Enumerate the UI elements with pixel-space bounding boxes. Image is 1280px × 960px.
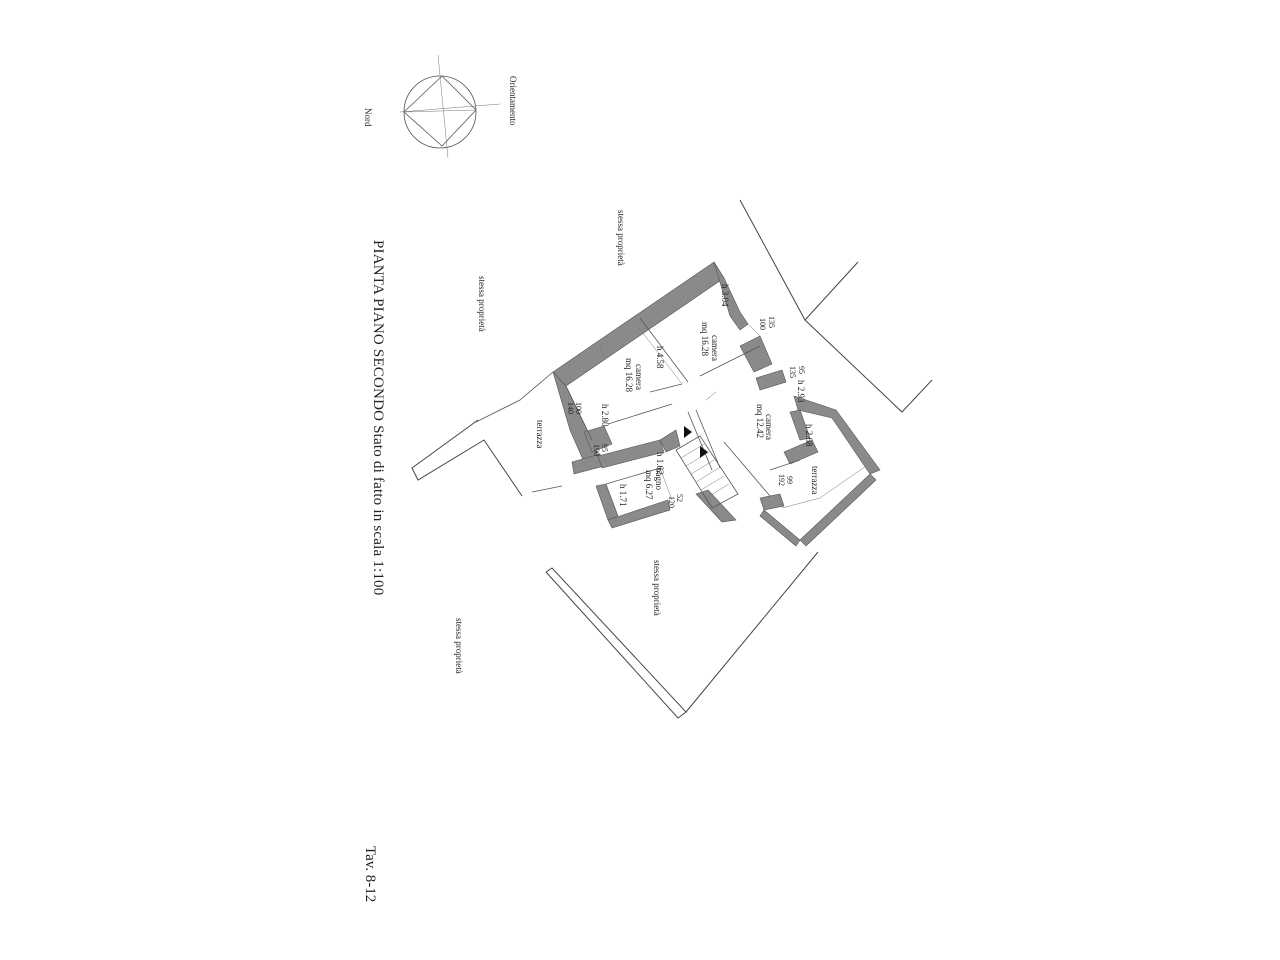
dimension-label: 100 [574, 402, 583, 414]
plan-title: PIANTA PIANO SECONDO Stato di fatto in s… [370, 240, 386, 595]
property-label-right: stessa proprietà [652, 560, 662, 616]
camera2-area: mq 16.28 [624, 358, 634, 393]
bagno-height: h 1.71 [618, 484, 628, 507]
camera2-height: h 4.58 [655, 346, 665, 369]
property-label-top: stessa proprietà [616, 210, 626, 266]
dimension-label: 135 [767, 316, 776, 328]
partitions [475, 317, 867, 509]
property-label-bottom: stessa proprietà [454, 618, 464, 674]
stair-arrow-icon [700, 446, 708, 458]
bagno-name: bagno [654, 468, 664, 490]
dimension-label: 52 [675, 494, 684, 502]
site-boundaries [411, 199, 933, 719]
terrazza2-height: h 2.68 [804, 424, 814, 447]
property-label-left: stessa proprietà [477, 276, 487, 332]
dimension-label: 140 [566, 402, 575, 414]
stair-height: h 1.62 [655, 452, 665, 475]
camera2-name: camera [634, 364, 644, 390]
camera3-name: camera [764, 414, 774, 440]
dimension-label: 99 [785, 476, 794, 484]
dimension-label: 95 [600, 444, 609, 452]
camera3-height: h 2.93 [796, 380, 806, 403]
dimension-label: 190 [592, 444, 601, 456]
dimension-label: 120 [667, 496, 676, 508]
orientation-label: Orientamento [508, 76, 518, 126]
terrazza1-name: terrazza [535, 420, 545, 448]
dimension-label: 192 [777, 474, 786, 486]
stair-arrow-icon [684, 426, 692, 438]
dimension-label: 100 [758, 318, 767, 330]
camera3-area: mq 12.42 [755, 404, 765, 438]
bagno-area: mq 6.27 [644, 470, 654, 500]
dimension-label: 135 [788, 366, 797, 378]
north-label: Nord [363, 108, 373, 127]
terrazza1-height: h 2.80 [600, 404, 610, 427]
dimension-label: 95 [797, 366, 806, 374]
camera1-height: h 3.04 [720, 284, 730, 307]
walls [552, 261, 881, 547]
camera1-area: mq 16.28 [700, 322, 710, 357]
sheet-number: Tav. 8-12 [362, 846, 378, 902]
staircase [675, 409, 739, 509]
terrazza2-name: terrazza [810, 466, 820, 494]
compass-rose-icon [399, 54, 501, 159]
camera1-name: camera [710, 335, 720, 361]
